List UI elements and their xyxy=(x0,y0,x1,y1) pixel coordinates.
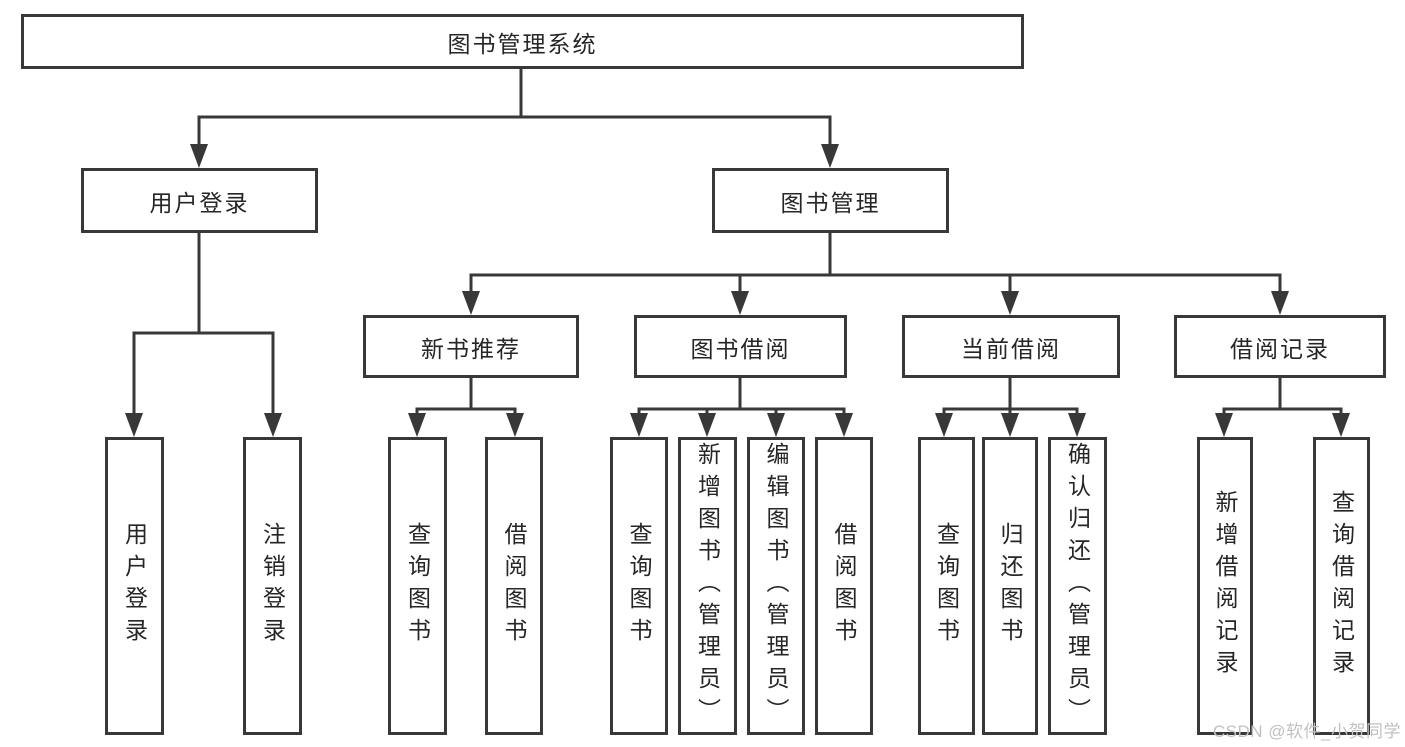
leaf-rec-borrow-books: 借阅图书 xyxy=(485,437,543,735)
node-new-book-recommend: 新书推荐 xyxy=(363,315,579,378)
node-book-borrow: 图书借阅 xyxy=(634,315,847,378)
leaf-cb-query-books: 查询图书 xyxy=(918,437,975,735)
leaf-cb-return-books: 归还图书 xyxy=(982,437,1038,735)
leaf-br-query-record: 查询借阅记录 xyxy=(1313,437,1370,735)
node-root-system: 图书管理系统 xyxy=(21,14,1024,69)
leaf-br-add-record: 新增借阅记录 xyxy=(1197,437,1253,735)
leaf-bb-query-books: 查询图书 xyxy=(610,437,668,735)
leaf-bb-add-books-admin: 新增图书（管理员） xyxy=(678,437,737,735)
node-book-management: 图书管理 xyxy=(712,168,949,233)
leaf-rec-query-books: 查询图书 xyxy=(388,437,447,735)
leaf-user-login: 用户登录 xyxy=(105,437,164,735)
node-borrow-records: 借阅记录 xyxy=(1174,315,1386,378)
node-user-login: 用户登录 xyxy=(81,168,318,233)
node-current-borrow: 当前借阅 xyxy=(902,315,1120,378)
leaf-bb-edit-books-admin: 编辑图书（管理员） xyxy=(747,437,805,735)
leaf-logout: 注销登录 xyxy=(243,437,302,735)
leaf-cb-confirm-return-admin: 确认归还（管理员） xyxy=(1048,437,1107,735)
leaf-bb-borrow-books: 借阅图书 xyxy=(815,437,873,735)
csdn-watermark: CSDN @软件_小贺同学 xyxy=(1212,722,1401,741)
